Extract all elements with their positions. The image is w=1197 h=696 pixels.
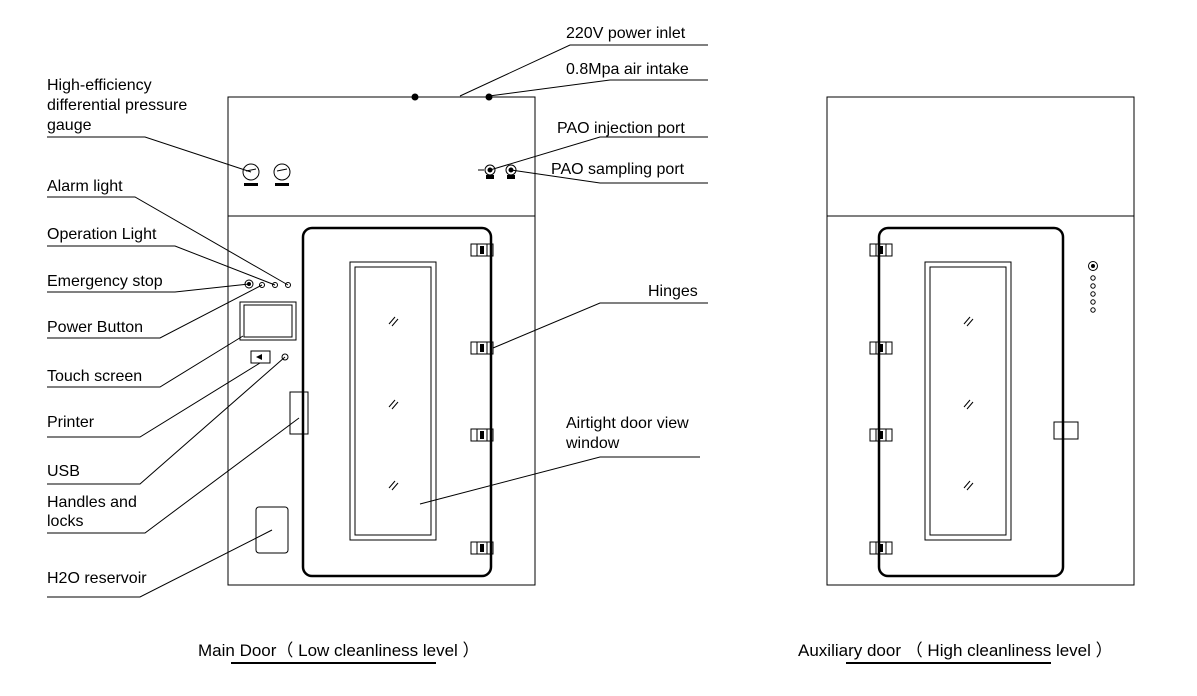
label-handles-line1: Handles and [47, 494, 137, 511]
label-usb: USB [47, 463, 80, 480]
glass-mark-icon [388, 316, 399, 327]
label-pao-injection: PAO injection port [557, 120, 685, 137]
aux-view-window [924, 261, 1012, 541]
touch-screen [239, 301, 297, 341]
hinge-icon [470, 428, 494, 442]
hinge-icon [470, 541, 494, 555]
label-operation-light: Operation Light [47, 226, 157, 243]
air-intake-port [485, 93, 493, 101]
label-h2o-reservoir: H2O reservoir [47, 570, 147, 587]
main-view-window [349, 261, 437, 541]
label-hinges: Hinges [648, 283, 698, 300]
label-touch-screen: Touch screen [47, 368, 143, 385]
aux-door-unit [826, 96, 1135, 586]
operation-light-icon [272, 282, 278, 288]
power-button-icon [259, 282, 265, 288]
pressure-gauge-icon [242, 163, 260, 186]
label-power-button: Power Button [47, 319, 144, 336]
label-power-inlet: 220V power inlet [566, 25, 686, 42]
caption-main-door: Main Door（ Low cleanliness level ） [198, 641, 480, 660]
leader-lines [47, 44, 708, 598]
pao-injection-port-icon [478, 164, 496, 179]
label-air-intake: 0.8Mpa air intake [566, 61, 689, 78]
label-emergency-stop: Emergency stop [47, 273, 163, 290]
hinge-icon [470, 341, 494, 355]
aux-handle-lock [1053, 421, 1079, 440]
label-printer: Printer [47, 414, 95, 431]
hinge-icon [470, 243, 494, 257]
glass-mark-icon [963, 399, 974, 410]
main-door [301, 226, 493, 578]
caption-aux-door: Auxiliary door （ High cleanliness level … [798, 641, 1113, 660]
glass-mark-icon [388, 480, 399, 491]
printer-icon [250, 350, 271, 364]
label-pao-sampling: PAO sampling port [551, 161, 685, 178]
power-inlet-port [411, 93, 419, 101]
label-view-window-line1: Airtight door view [566, 415, 689, 432]
label-pressure-gauge-line3: gauge [47, 117, 92, 134]
hinge-icon [869, 341, 893, 355]
glass-mark-icon [963, 480, 974, 491]
handle-lock [289, 391, 309, 435]
label-pressure-gauge-line1: High-efficiency [47, 77, 152, 94]
pressure-gauge-icon [273, 163, 291, 186]
usb-port-icon [281, 353, 289, 361]
pao-sampling-port-icon [505, 164, 517, 179]
h2o-reservoir [255, 506, 289, 554]
main-door-unit [227, 93, 536, 586]
aux-door [877, 226, 1065, 578]
label-pressure-gauge-line2: differential pressure [47, 97, 188, 114]
aux-indicator-column [1088, 261, 1098, 313]
alarm-light-icon [285, 282, 291, 288]
label-view-window-line2: window [566, 435, 620, 452]
aux-cabinet-outline [826, 96, 1135, 586]
hinge-icon [869, 541, 893, 555]
hinge-icon [869, 428, 893, 442]
main-cabinet-outline [227, 96, 536, 586]
glass-mark-icon [963, 316, 974, 327]
hinge-icon [869, 243, 893, 257]
label-handles-line2: locks [47, 513, 84, 530]
label-alarm-light: Alarm light [47, 178, 123, 195]
glass-mark-icon [388, 399, 399, 410]
